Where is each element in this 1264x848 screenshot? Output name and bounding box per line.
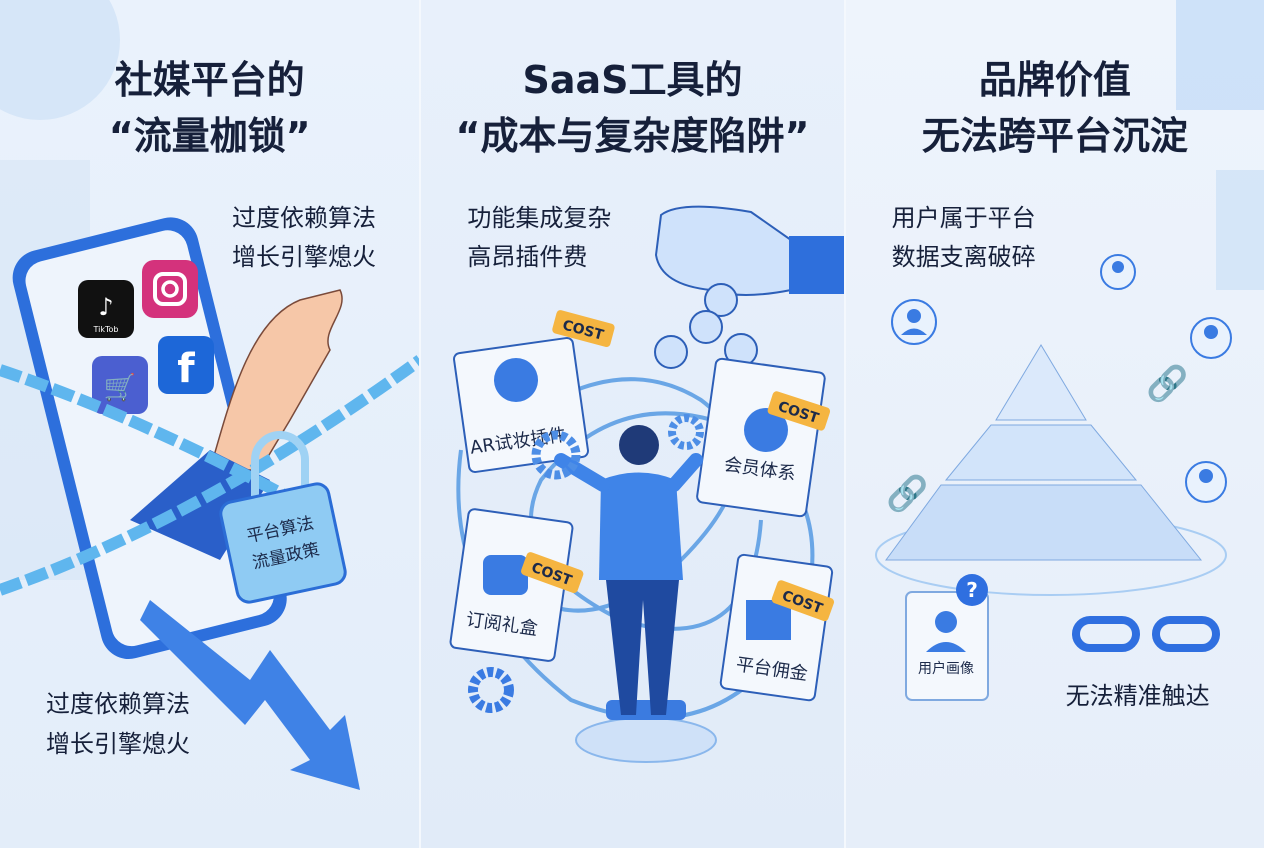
caption-line2: 高昂插件费 xyxy=(467,243,588,271)
person-figure xyxy=(554,425,718,763)
gear-eye-icon xyxy=(494,358,539,402)
fist-with-coins-icon xyxy=(654,205,844,369)
user-avatar-icon xyxy=(890,299,937,345)
caption-line1: 功能集成复杂 xyxy=(467,204,612,232)
gear-icon xyxy=(531,430,581,480)
gift-box-icon xyxy=(483,555,529,595)
panel-title-line1: SaaS工具的 xyxy=(522,58,743,102)
user-avatar-icon xyxy=(1189,317,1232,359)
chain-link-icon: 🔗 xyxy=(1146,363,1188,404)
svg-text:🛒: 🛒 xyxy=(104,372,136,403)
user-avatar-icon xyxy=(1099,254,1136,290)
hand-icon xyxy=(209,289,343,471)
declining-arrow-icon xyxy=(140,600,360,790)
pyramid-icon xyxy=(884,344,1202,561)
svg-text:f: f xyxy=(177,346,195,392)
chain-link-icon: 🔗 xyxy=(886,473,928,514)
package-icon xyxy=(746,600,792,640)
svg-text:用户画像: 用户画像 xyxy=(918,660,974,677)
shopping-cart-icon: 🛒 xyxy=(92,356,148,414)
gear-icon xyxy=(668,414,705,450)
caption-bottom-line1: 过度依赖算法 xyxy=(46,690,190,718)
caption-line1: 用户属于平台 xyxy=(891,204,1036,232)
user-avatar-icon xyxy=(1184,461,1227,503)
caption-line2: 数据支离破碎 xyxy=(891,243,1036,271)
instagram-icon xyxy=(142,260,198,318)
user-profile-card: 用户画像 ? xyxy=(904,574,989,701)
panel-title-line1: 社媒平台的 xyxy=(114,58,305,102)
cost-tag: COST xyxy=(767,391,831,431)
tiktok-icon: ♪ TikTob xyxy=(78,280,134,338)
panel-title-line2: “流量枷锁” xyxy=(108,114,311,158)
bg-circle xyxy=(0,0,120,120)
facebook-icon: f xyxy=(158,336,214,394)
chain-icon xyxy=(0,355,420,596)
panel-title-line1: 品牌价值 xyxy=(978,58,1131,102)
gear-icon xyxy=(468,667,515,713)
panel-title-line2: 无法跨平台沉淀 xyxy=(921,114,1188,158)
padlock-icon: 平台算法 流量政策 xyxy=(219,431,347,604)
svg-text:♪: ♪ xyxy=(98,293,113,321)
panel-social-media: ♪ TikTob 🛒 f 平台算法 流量政策 社媒平台的 “流量枷锁” 过度依赖算… xyxy=(0,0,420,848)
plugin-window-gift-box: 订阅礼盒 COST xyxy=(449,508,584,662)
panel-title-line2: “成本与复杂度陷阱” xyxy=(455,114,810,158)
question-icon xyxy=(955,574,988,606)
platform xyxy=(575,717,718,763)
plugin-window-membership: 会员体系 COST xyxy=(696,357,831,518)
panel-saas: AR试妆插件 COST 会员体系 COST 订阅礼盒 COST 平台佣金 COS… xyxy=(419,0,846,848)
caption-top-line1: 过度依赖算法 xyxy=(232,204,376,232)
broken-chain-icon xyxy=(1071,616,1220,652)
gear-crown-icon xyxy=(744,408,789,452)
caption-top-line2: 增长引擎熄火 xyxy=(232,243,376,271)
panel-brand-value: 🔗 🔗 用户画像 ? 品牌价值 无法跨平台沉淀 用户属于平台 数据支离破碎 无法… xyxy=(845,0,1264,848)
bg-block xyxy=(1175,0,1264,110)
saas-illustration: AR试妆插件 COST 会员体系 COST 订阅礼盒 COST 平台佣金 COS… xyxy=(449,205,844,763)
bg-block xyxy=(1215,170,1264,290)
brand-illustration: 🔗 🔗 用户画像 ? xyxy=(874,0,1264,701)
social-illustration: ♪ TikTob 🛒 f 平台算法 流量政策 xyxy=(0,0,420,790)
bottom-caption: 无法精准触达 xyxy=(1065,682,1210,710)
svg-text:TikTob: TikTob xyxy=(93,325,119,334)
svg-text:?: ? xyxy=(966,578,978,602)
plugin-window-commission: 平台佣金 COST xyxy=(720,553,835,702)
caption-bottom-line2: 增长引擎熄火 xyxy=(46,730,190,758)
